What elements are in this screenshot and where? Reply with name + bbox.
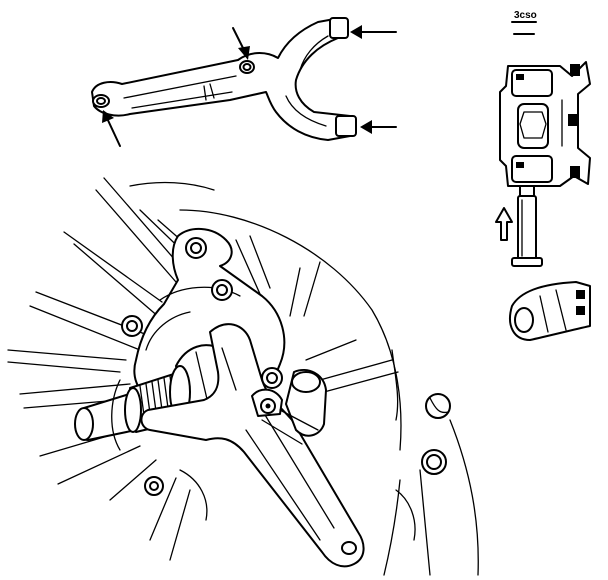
- clutch-housing-assembly: [7, 177, 479, 576]
- guide-bracket: [499, 61, 591, 187]
- housing-bolt: [425, 393, 451, 419]
- release-fork-detail: [91, 17, 397, 147]
- part-label: 3cso: [514, 10, 537, 21]
- arrow-icon: [232, 27, 250, 60]
- arrow-icon: [350, 25, 397, 39]
- wedge-block: [509, 281, 591, 341]
- fork-finger-bottom: [335, 115, 357, 137]
- guide-pin: [511, 185, 543, 267]
- right-detail-column: 3cso: [495, 10, 591, 341]
- lever-end-hole: [341, 541, 357, 555]
- fork-finger-top: [329, 17, 349, 39]
- flange-bolt: [144, 476, 164, 496]
- flange-bolt: [121, 315, 143, 337]
- pivot-stud: [251, 369, 327, 445]
- release-lever: [140, 323, 365, 568]
- flange-bolt: [211, 279, 233, 301]
- housing-bolt: [421, 449, 447, 475]
- housing-ribs: [7, 177, 399, 561]
- up-arrow-icon: [495, 207, 513, 241]
- arrow-icon: [360, 120, 397, 134]
- arrow-icon: [102, 110, 121, 147]
